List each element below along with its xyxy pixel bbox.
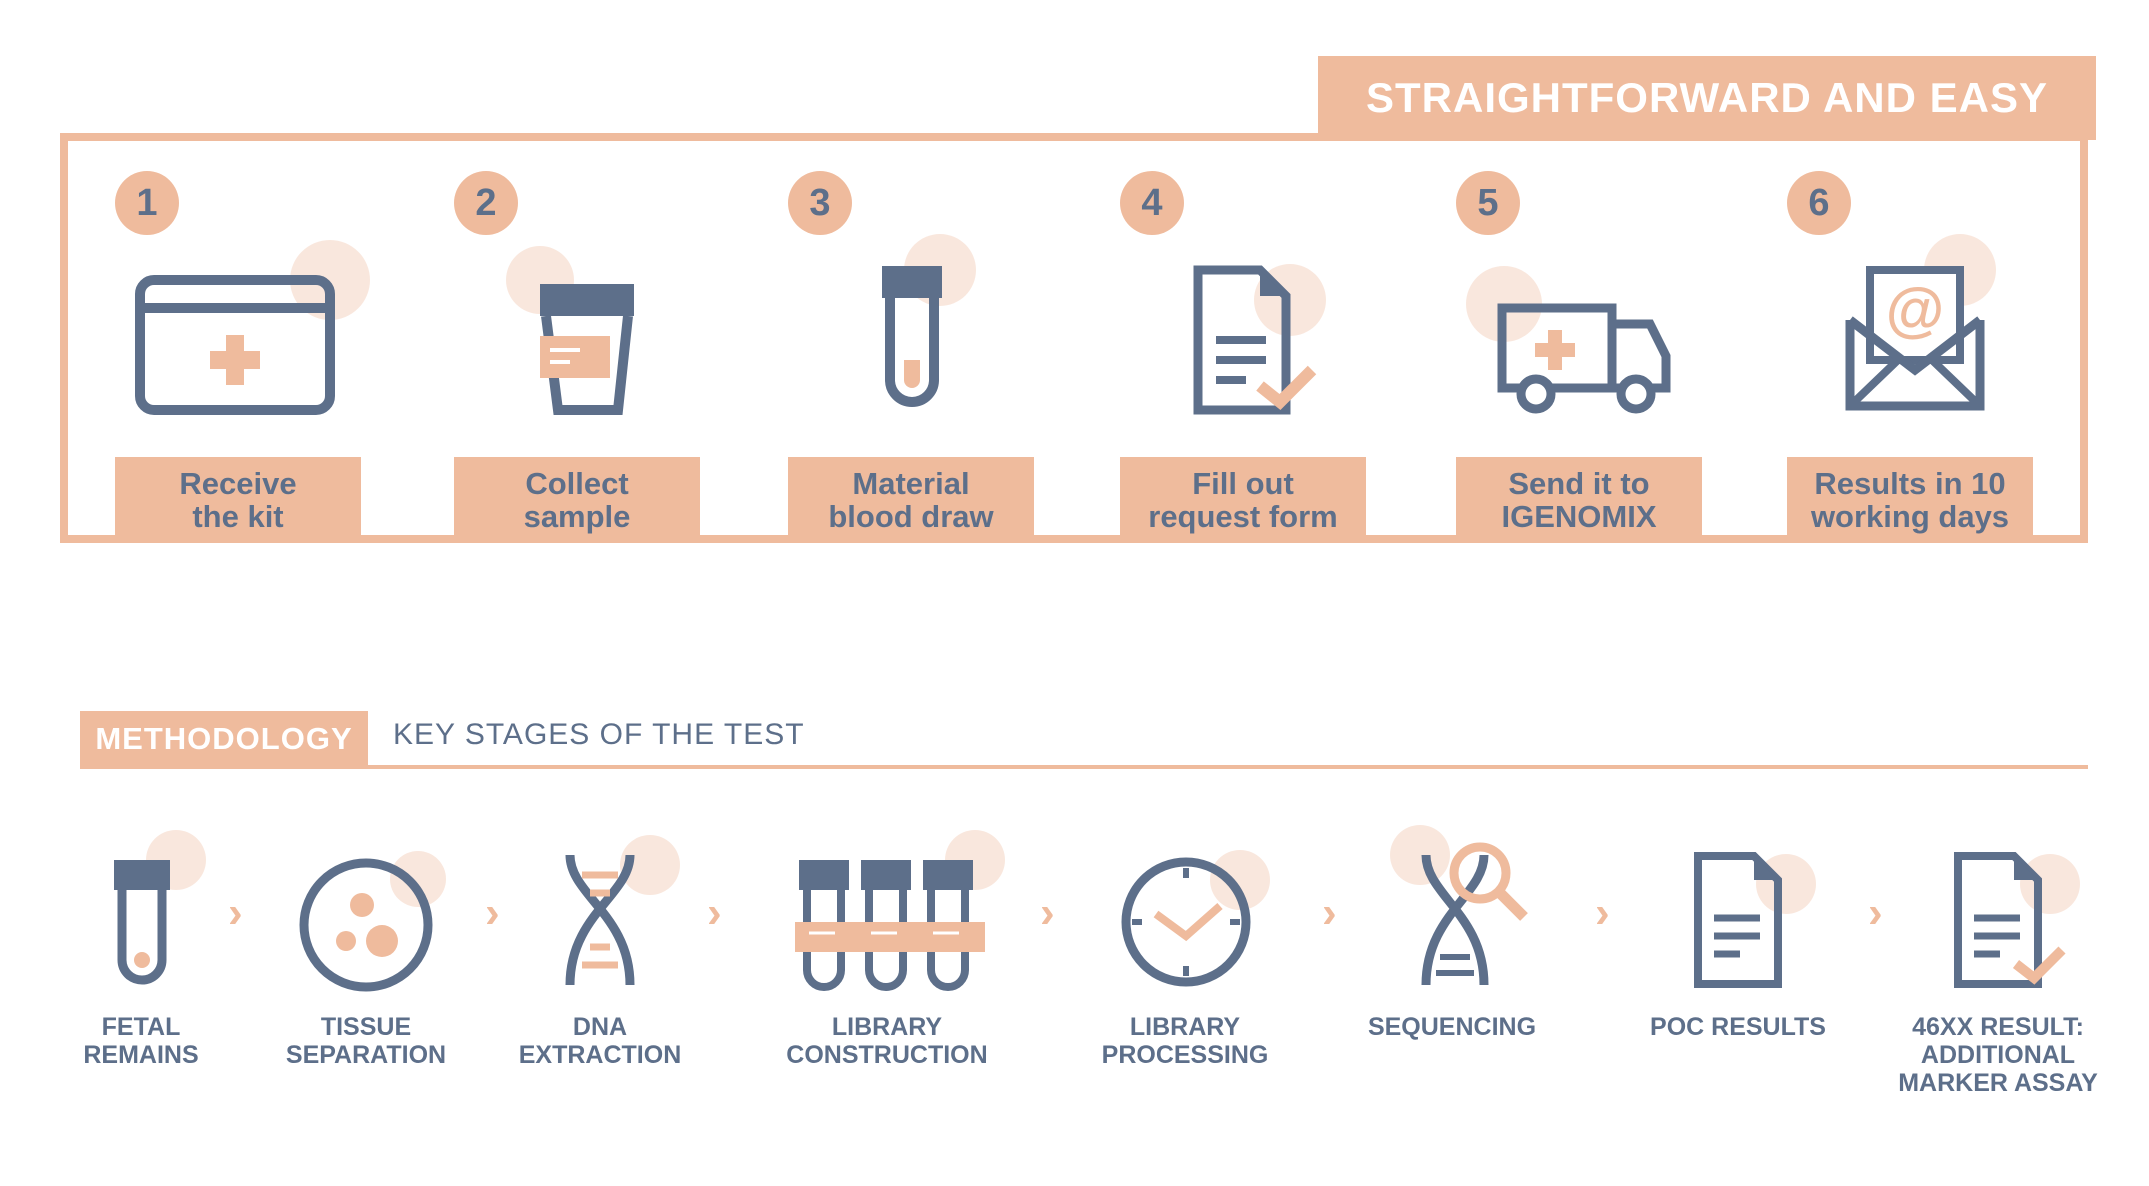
stage-label-46xx-result: 46XX RESULT: ADDITIONAL MARKER ASSAY — [1898, 1013, 2098, 1097]
step-label-6: Results in 10 working days — [1787, 457, 2033, 543]
stage-label-tissue-separation: TISSUE SEPARATION — [285, 1013, 447, 1069]
page-title: STRAIGHTFORWARD AND EASY — [1318, 56, 2096, 140]
step-number-1: 1 — [115, 171, 179, 235]
stage-label-poc-results: POC RESULTS — [1650, 1013, 1826, 1041]
steps-frame — [60, 133, 2088, 543]
dna-magnifier-icon — [1390, 825, 1528, 986]
tube-rack-icon — [795, 830, 1005, 991]
clock-icon — [1121, 850, 1270, 987]
stage-label-dna-extraction: DNA EXTRACTION — [518, 1013, 682, 1069]
sample-cup-icon — [506, 246, 634, 415]
methodology-divider — [80, 765, 2088, 769]
svg-text:@: @ — [1886, 276, 1945, 343]
stage-label-library-processing: LIBRARY PROCESSING — [1101, 1013, 1269, 1069]
step-number-5: 5 — [1456, 171, 1520, 235]
methodology-subtitle: KEY STAGES OF THE TEST — [393, 718, 805, 751]
step-label-1: Receive the kit — [115, 457, 361, 543]
document-check-icon — [1954, 852, 2080, 988]
step-number-3: 3 — [788, 171, 852, 235]
step-label-3: Material blood draw — [788, 457, 1034, 543]
step-number-6: 6 — [1787, 171, 1851, 235]
test-tube-icon — [882, 234, 976, 407]
dna-icon — [565, 835, 680, 986]
stage-arrow-5: › — [1322, 888, 1337, 937]
step-number-4: 4 — [1120, 171, 1184, 235]
tube-icon — [114, 830, 206, 985]
step-label-4: Fill out request form — [1120, 457, 1366, 543]
form-check-icon — [1193, 264, 1326, 415]
stage-label-library-construction: LIBRARY CONSTRUCTION — [786, 1013, 988, 1069]
stage-arrow-7: › — [1868, 888, 1883, 937]
email-envelope-icon: @ — [1845, 234, 1996, 411]
document-icon — [1694, 852, 1816, 988]
step-label-2: Collect sample — [454, 457, 700, 543]
step-label-5: Send it to IGENOMIX — [1456, 457, 1702, 543]
step-number-2: 2 — [454, 171, 518, 235]
petri-dish-icon — [299, 851, 446, 992]
stage-label-sequencing: SEQUENCING — [1367, 1013, 1537, 1041]
stage-label-fetal-remains: FETAL REMAINS — [83, 1013, 199, 1069]
methodology-tab: METHODOLOGY — [80, 711, 368, 767]
stage-arrow-2: › — [485, 888, 500, 937]
first-aid-kit-icon — [135, 240, 370, 415]
ambulance-truck-icon — [1466, 266, 1671, 414]
stage-arrow-1: › — [228, 888, 243, 937]
stage-arrow-3: › — [707, 888, 722, 937]
stage-arrow-4: › — [1040, 888, 1055, 937]
stage-arrow-6: › — [1595, 888, 1610, 937]
